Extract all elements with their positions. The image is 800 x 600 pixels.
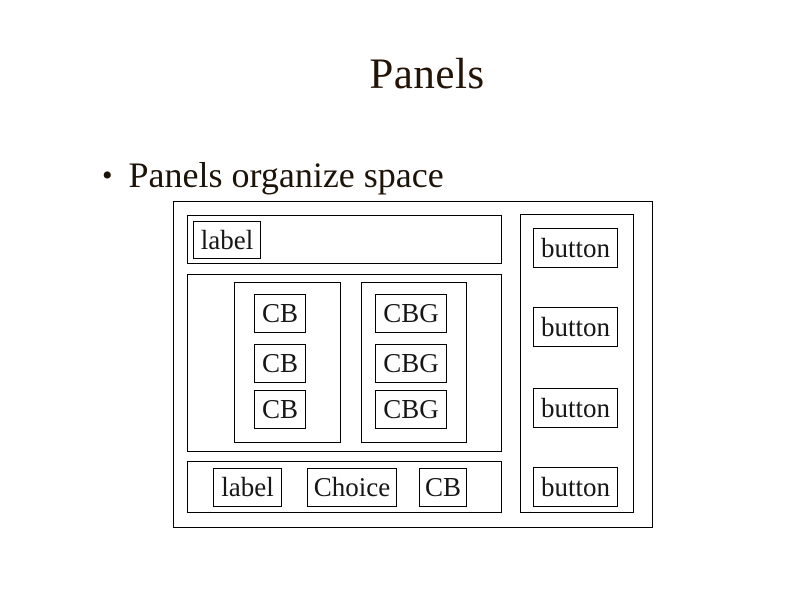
outer-panel: label CB CB CB CBG CBG CBG label Choice … [173, 201, 653, 528]
checkbox-group-widget-3: CBG [375, 390, 447, 429]
label-widget-bottom: label [213, 468, 282, 507]
bullet-text: Panels organize space [128, 155, 444, 195]
checkbox-widget-2: CB [254, 344, 306, 383]
bottom-panel: label Choice CB [187, 461, 502, 513]
button-widget-2: button [533, 307, 618, 347]
button-widget-4: button [533, 467, 618, 507]
checkbox-widget-3: CB [254, 390, 306, 429]
checkbox-group-widget-2: CBG [375, 344, 447, 383]
button-widget-1: button [533, 228, 618, 268]
label-widget-top: label [193, 221, 261, 259]
slide-title: Panels [369, 51, 485, 98]
bullet-item: • Panels organize space [102, 155, 444, 196]
top-panel: label [187, 215, 502, 264]
choice-widget: Choice [307, 468, 397, 507]
button-widget-3: button [533, 388, 618, 428]
checkbox-widget-bottom: CB [419, 468, 467, 507]
checkbox-subpanel: CB CB CB [234, 282, 341, 443]
button-panel: button button button button [520, 214, 634, 513]
checkbox-group-widget-1: CBG [375, 294, 447, 333]
bullet-icon: • [102, 159, 113, 192]
checkbox-widget-1: CB [254, 294, 306, 333]
middle-panel: CB CB CB CBG CBG CBG [187, 274, 502, 452]
checkbox-group-subpanel: CBG CBG CBG [361, 282, 467, 443]
